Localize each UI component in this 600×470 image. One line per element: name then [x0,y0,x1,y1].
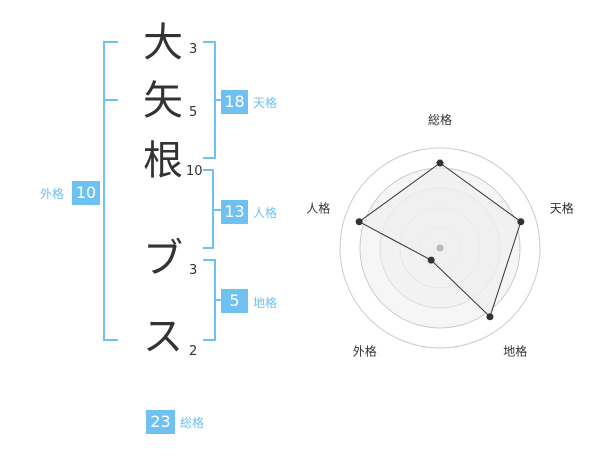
radar-point [486,313,494,321]
stroke-count-3: 10 [186,164,203,179]
stroke-count-2: 5 [189,105,198,120]
radar-axis-label: 地格 [503,344,527,359]
radar-axis-label: 天格 [550,200,574,215]
stroke-count-5: 2 [189,344,198,359]
chikaku-score: 5 [221,289,248,313]
name-char-5: ス [143,314,183,360]
chikaku-label: 地格 [253,296,278,310]
radar-point [517,218,525,226]
name-char-2: 矢 [143,78,183,124]
radar-polygon [358,162,522,318]
radar-ring [339,147,541,349]
name-char-3: 根 [143,138,183,184]
radar-point [436,159,444,167]
jinkaku-bracket [203,169,221,249]
name-char-1: 大 [143,20,183,66]
name-char-4: ブ [143,236,183,282]
radar-point [427,256,435,264]
jinkaku-label: 人格 [253,206,278,220]
radar-axis-label: 人格 [306,200,330,215]
tenkaku-score: 18 [221,90,248,114]
gaikaku-bracket [103,41,118,341]
radar-axis-label: 総格 [428,112,452,127]
gaikaku-score: 10 [72,181,100,205]
soukaku-label: 総格 [180,416,205,430]
tenkaku-bracket [203,41,221,159]
soukaku-score: 23 [146,410,175,434]
radar-axis-label: 外格 [353,344,377,359]
stroke-count-1: 3 [189,42,198,57]
chikaku-bracket [203,259,221,341]
radar-center-dot [436,244,444,252]
jinkaku-score: 13 [221,200,248,224]
gaikaku-label: 外格 [40,187,65,201]
tenkaku-label: 天格 [253,96,278,110]
stroke-count-4: 3 [189,263,198,278]
radar-point [355,218,363,226]
